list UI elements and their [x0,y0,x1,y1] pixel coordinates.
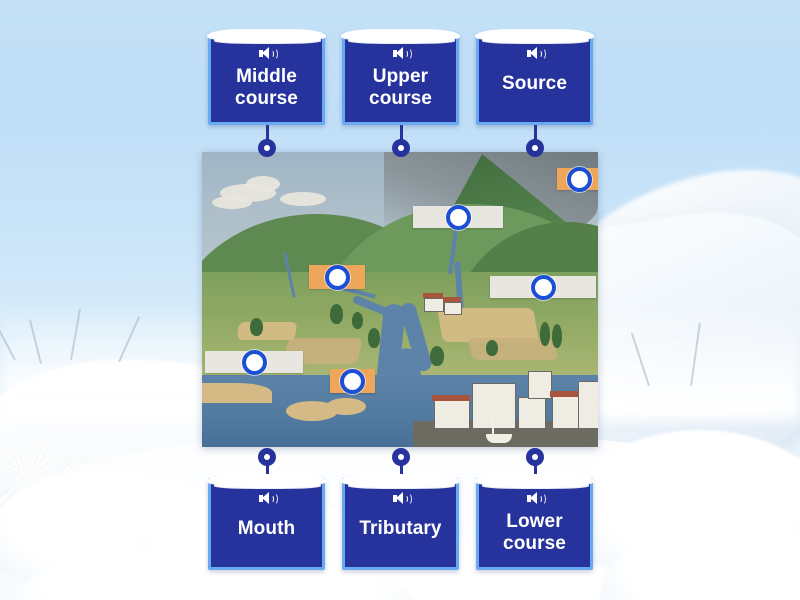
village-building [444,302,462,315]
answer-card-tributary[interactable]: Tributary [341,474,460,570]
cloud-icon [246,176,280,192]
answer-card-label: Source [501,73,567,94]
village-building [424,298,444,312]
boat [486,434,512,443]
answer-card-mouth[interactable]: Mouth [207,474,326,570]
speaker-icon[interactable] [392,492,412,505]
answer-card-label: Mouth [237,518,296,539]
pin-knob [392,448,410,466]
blue-ring-marker[interactable] [340,368,365,394]
snow-cap [207,474,326,488]
drop-zone-2[interactable] [413,204,503,230]
pin-stem [265,462,269,480]
pin-stem [399,125,403,143]
town-building [578,381,598,429]
answer-card-label: Tributary [359,518,442,539]
tree [430,346,444,366]
pin-upper-course [392,125,410,157]
river-diagram-image [202,152,598,447]
drop-zone-1[interactable] [557,166,598,192]
speaker-icon[interactable] [526,47,546,60]
pin-knob [258,139,276,157]
town-building [434,397,470,429]
tree [352,312,363,329]
answer-card-lower-course[interactable]: Lower course [475,474,594,570]
blue-ring-marker[interactable] [241,349,267,375]
answer-card-middle-course[interactable]: Middle course [207,29,326,125]
town-building [472,383,516,429]
pin-knob [392,139,410,157]
blue-ring-marker[interactable] [445,204,471,230]
speaker-icon[interactable] [526,492,546,505]
snow-cap [475,29,594,43]
pin-tributary [392,448,410,480]
tree [540,322,550,346]
pin-knob [526,448,544,466]
blue-ring-marker[interactable] [324,264,350,290]
pin-knob [258,448,276,466]
snow-cap [341,29,460,43]
town-building [518,397,546,429]
pin-stem [533,125,537,143]
blue-ring-marker[interactable] [530,274,556,300]
river-bank [202,383,272,403]
answer-card-label: Upper course [369,66,432,109]
pin-stem [399,462,403,480]
town-roof [550,391,586,397]
town-roof [432,395,470,401]
tree [552,324,562,348]
pin-mouth [258,448,276,480]
answer-card-upper-course[interactable]: Upper course [341,29,460,125]
tree [250,318,263,336]
pin-stem [533,462,537,480]
blue-ring-marker[interactable] [567,166,592,192]
river-illustration [202,152,598,447]
cloud-icon [280,192,326,206]
drop-zone-3[interactable] [309,264,365,290]
snow-cap [475,474,594,488]
answer-card-label: Lower course [503,511,566,554]
pin-lower-course [526,448,544,480]
snow-cap [341,474,460,488]
tree [486,340,498,356]
sand-bar [286,401,338,421]
speaker-icon[interactable] [258,492,278,505]
answer-card-label: Middle course [235,66,298,109]
speaker-icon[interactable] [392,47,412,60]
village-roof [423,293,443,298]
drop-zone-6[interactable] [330,368,375,394]
village-roof [443,297,461,302]
drop-zone-5[interactable] [205,349,303,375]
boat-mast [492,415,494,435]
sand-bar [326,398,366,415]
pin-stem [265,125,269,143]
pin-middle-course [258,125,276,157]
farm-field [236,322,298,340]
speaker-icon[interactable] [258,47,278,60]
snow-cap [207,29,326,43]
tree [368,328,380,348]
cloud-icon [212,196,252,209]
drop-zone-4[interactable] [490,274,596,300]
town-building [528,371,552,399]
tree [330,304,343,324]
pin-knob [526,139,544,157]
town-cluster [428,343,598,439]
answer-card-source[interactable]: Source [475,29,594,125]
pin-source [526,125,544,157]
